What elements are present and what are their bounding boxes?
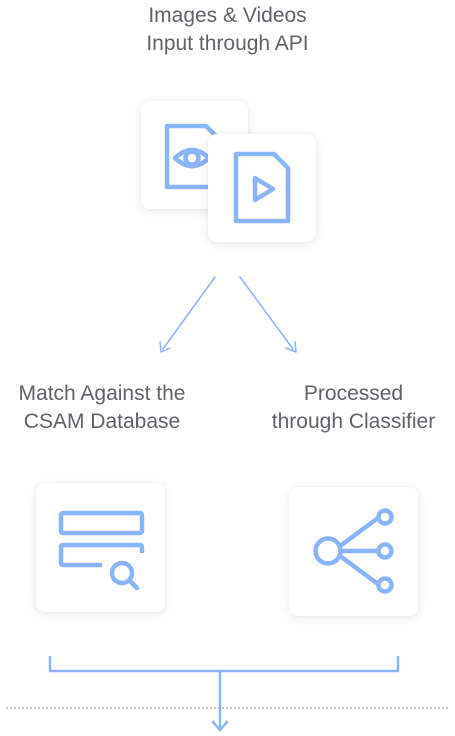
database-label: Match Against the CSAM Database (0, 380, 204, 436)
video-file-card (208, 134, 316, 242)
input-label-line2: Input through API (146, 32, 309, 55)
input-label-line1: Images & Videos (148, 4, 307, 27)
play-file-icon (233, 151, 291, 224)
classifier-label: Processed through Classifier (252, 380, 455, 436)
classifier-card (289, 487, 418, 616)
database-label-line2: CSAM Database (23, 410, 181, 433)
classifier-label-line1: Processed (303, 382, 404, 405)
database-search-card (36, 483, 165, 612)
classifier-label-line2: through Classifier (271, 410, 436, 433)
arrowhead-left (159, 341, 171, 353)
arrow-to-database (162, 276, 216, 350)
arrowhead-right (285, 341, 297, 353)
merge-arrowhead (211, 720, 229, 732)
database-label-line1: Match Against the (18, 382, 186, 405)
share-network-icon (313, 508, 394, 594)
merge-bracket (48, 655, 400, 673)
database-search-icon (58, 510, 145, 591)
arrow-to-classifier (239, 276, 294, 350)
input-label: Images & Videos Input through API (0, 2, 455, 58)
